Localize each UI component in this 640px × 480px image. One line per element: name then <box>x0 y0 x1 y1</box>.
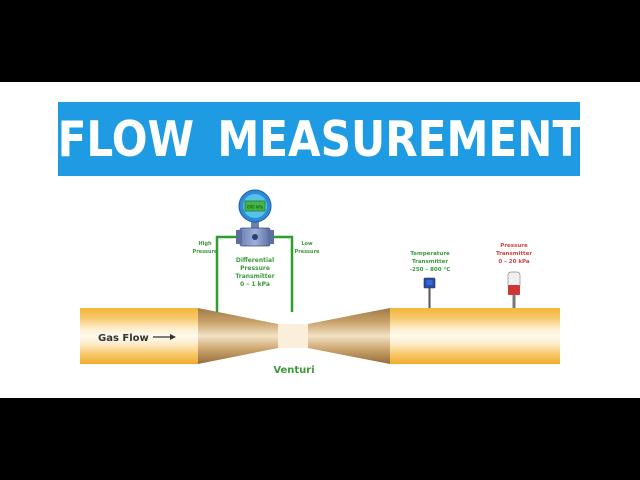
dp-label-line1: Differential <box>236 257 274 264</box>
page-title: FLOW MEASUREMENT <box>57 110 581 168</box>
pipe-outlet <box>390 308 560 364</box>
pressure-label-line2: Transmitter <box>496 251 532 257</box>
low-pressure-label-2: Pressure <box>295 249 320 255</box>
low-pressure-label-1: Low <box>301 241 313 247</box>
venturi-diverging-cone <box>308 308 390 364</box>
pressure-label-line1: Pressure <box>500 243 528 249</box>
title-banner: FLOW MEASUREMENT <box>57 102 581 176</box>
transmitter-display: 000 kPa <box>247 205 263 210</box>
temperature-transmitter-icon <box>423 277 436 308</box>
temp-label-line1: Temperature <box>410 251 450 257</box>
pipe-inlet <box>80 308 198 364</box>
low-pressure-line <box>268 235 294 312</box>
gas-flow-label: Gas Flow <box>98 333 149 344</box>
high-pressure-line <box>215 235 242 312</box>
pressure-label-range: 0 – 20 kPa <box>498 259 530 265</box>
venturi-throat <box>278 324 308 348</box>
venturi-converging-cone <box>198 308 278 364</box>
dp-label-range: 0 – 1 kPa <box>240 281 270 288</box>
flow-arrowhead-icon <box>170 334 176 340</box>
temp-label-range: -250 – 800 °C <box>410 267 451 273</box>
high-pressure-label-2: Pressure <box>193 249 218 255</box>
dp-label-line2: Pressure <box>240 265 270 272</box>
differential-pressure-transmitter-icon <box>236 189 274 247</box>
high-pressure-label-1: High <box>198 241 211 247</box>
pressure-transmitter-icon <box>507 271 521 308</box>
dp-label-line3: Transmitter <box>235 273 274 280</box>
temp-label-line2: Transmitter <box>412 259 448 265</box>
venturi-label: Venturi <box>273 365 314 376</box>
